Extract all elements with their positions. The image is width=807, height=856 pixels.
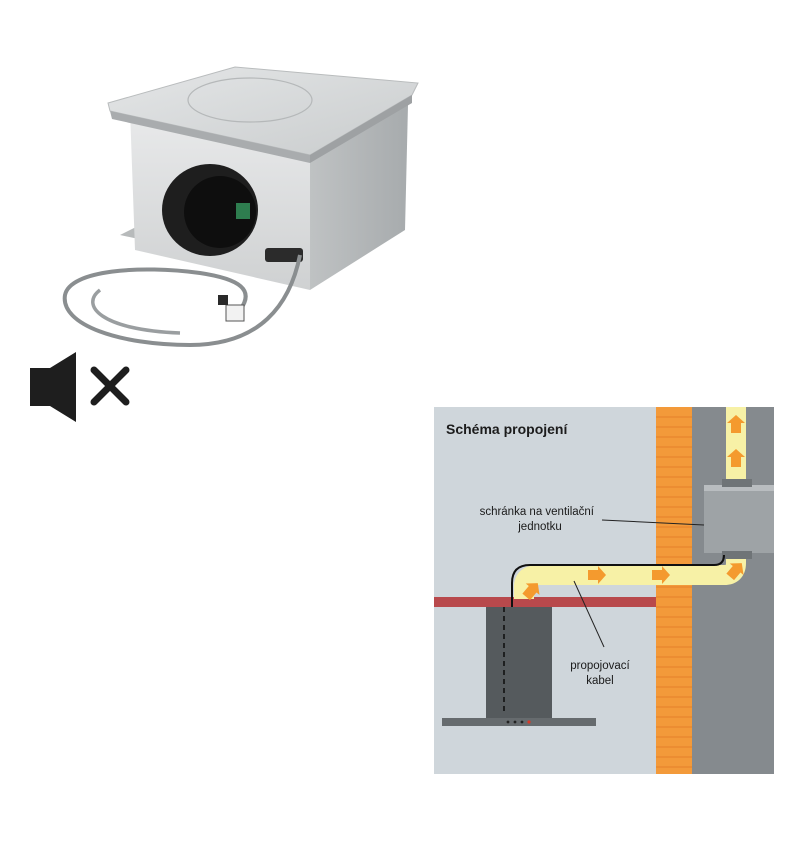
cable-label-line2: kabel — [586, 675, 614, 687]
hood-chimney — [486, 607, 552, 719]
connection-cable — [511, 554, 725, 607]
shelf-beam — [434, 597, 656, 607]
ventilation-unit-drawing — [62, 66, 419, 348]
hood-canopy — [442, 718, 596, 726]
diagram-title: Schéma propojení — [446, 421, 568, 437]
airflow-arrows — [522, 415, 745, 601]
ventilation-box-label-line1: schránka na ventilační — [479, 506, 594, 518]
connection-diagram: Schéma propojení schránka na ventilační … — [434, 407, 774, 774]
brick-wall — [656, 407, 692, 774]
speaker-muted-icon — [28, 352, 133, 422]
ventilation-box — [704, 485, 774, 553]
ventilation-unit-image — [40, 55, 440, 365]
cable-label-line1: propojovací — [570, 660, 630, 672]
ventilation-box-label-line2: jednotku — [518, 521, 562, 533]
ventilation-box-label: schránka na ventilační jednotku — [446, 505, 594, 535]
cable-label: propojovací kabel — [570, 659, 630, 689]
